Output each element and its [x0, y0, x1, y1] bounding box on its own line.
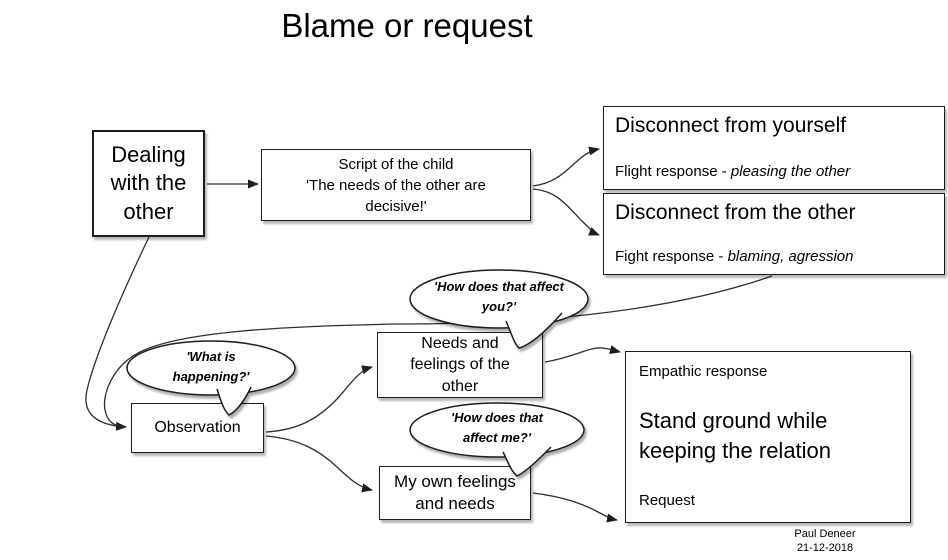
node-label: My own feelings and needs — [394, 471, 516, 513]
node-empathic-response-outcome: Empathic response Stand ground while kee… — [625, 351, 911, 523]
arrow-observation-to-own-feelings — [265, 435, 373, 493]
flight-response-line: Flight response - pleasing the other — [615, 163, 934, 180]
node-disconnect-from-yourself: Disconnect from yourself Flight response… — [603, 106, 945, 190]
arrow-script-to-disconnect-yourself — [532, 146, 600, 187]
outcome-request-label: Request — [639, 492, 695, 509]
node-label: Dealing with the other — [110, 141, 187, 224]
arrow-observation-to-needs-other — [265, 365, 373, 433]
line-disconnect-other-to-observation — [103, 275, 773, 428]
bubble-text-affect-me: 'How does that affect me?' — [451, 410, 543, 445]
script-title: Script of the child — [338, 155, 454, 173]
disconnect-other-heading: Disconnect from the other — [615, 201, 856, 224]
credit-note: Paul Deneer 21-12-2018 — [770, 528, 880, 556]
script-quote: 'The needs of the other are decisive!' — [306, 176, 486, 215]
outcome-stand-ground-label: Stand ground while keeping the relation — [639, 408, 832, 463]
flight-response-prefix: Flight response - — [615, 163, 731, 180]
outcome-empathic-label: Empathic response — [639, 363, 768, 380]
node-my-own-feelings-and-needs: My own feelings and needs — [379, 466, 531, 520]
node-dealing-with-the-other: Dealing with the other — [92, 130, 205, 237]
page-title: Blame or request — [281, 7, 533, 44]
node-disconnect-from-the-other: Disconnect from the other Fight response… — [603, 193, 945, 275]
arrow-own-feelings-to-outcome — [532, 492, 618, 523]
node-label: Needs and feelings of the other — [410, 334, 510, 395]
credit-author: Paul Deneer — [794, 528, 856, 540]
bubble-text-what-happening: 'What is happening?' — [172, 349, 250, 384]
node-observation: Observation — [131, 403, 264, 453]
node-script-of-the-child: Script of the child 'The needs of the ot… — [261, 149, 531, 221]
node-label: Observation — [154, 419, 241, 436]
arrow-needs-other-to-outcome — [544, 345, 621, 363]
fight-response-detail: blaming, agression — [727, 248, 854, 265]
fight-response-line: Fight response - blaming, agression — [615, 248, 934, 265]
fight-response-prefix: Fight response - — [615, 248, 728, 265]
bubble-text-affect-you: 'How does that affect you?' — [434, 279, 564, 314]
flight-response-detail: pleasing the other — [730, 163, 851, 180]
credit-date: 21-12-2018 — [796, 541, 854, 554]
disconnect-yourself-heading: Disconnect from yourself — [615, 114, 847, 137]
arrow-script-to-disconnect-other — [532, 188, 600, 236]
node-needs-and-feelings-of-other: Needs and feelings of the other — [377, 332, 543, 398]
arrow-dealing-to-observation — [85, 236, 150, 431]
